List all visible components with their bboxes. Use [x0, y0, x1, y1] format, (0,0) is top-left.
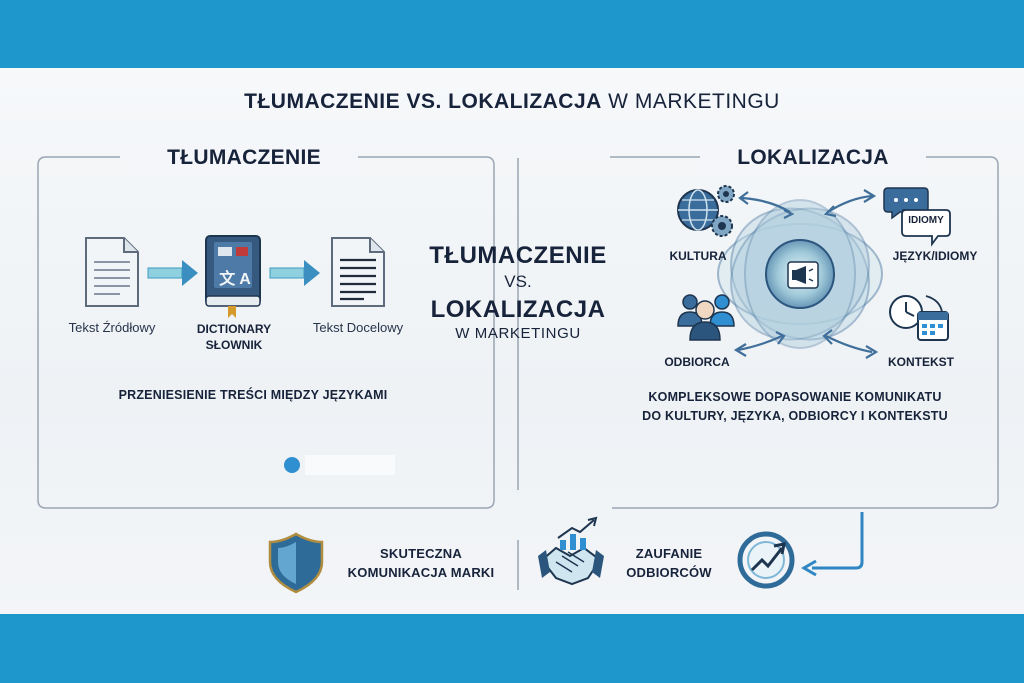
idioms-bubble-text: IDIOMY — [908, 215, 944, 226]
dictionary-book-icon — [205, 235, 261, 318]
bottom-band — [0, 614, 1024, 683]
source-text-label: Tekst Źródłowy — [68, 320, 156, 335]
handshake-growth-icon — [538, 516, 604, 586]
page-title-light: W MARKETINGU — [608, 90, 780, 113]
clock-calendar-icon — [889, 295, 949, 341]
top-band — [0, 0, 1024, 68]
center-title-line2: VS. — [504, 272, 532, 291]
target-text-label: Tekst Docelowy — [312, 320, 404, 335]
speech-bubble-icon — [883, 187, 951, 247]
globe-gears-icon — [677, 185, 735, 237]
growth-circle-icon — [737, 531, 795, 589]
shield-icon — [268, 532, 324, 594]
translation-title: TŁUMACZENIE — [130, 146, 358, 170]
audience-people-icon — [677, 294, 735, 341]
megaphone-icon — [787, 261, 819, 289]
double-arrow-icon — [825, 335, 873, 354]
translation-caption: PRZENIESIENIE TREŚCI MIĘDZY JĘZYKAMI — [118, 388, 388, 402]
center-title-line3: LOKALIZACJA — [430, 296, 606, 323]
target-document-icon — [331, 237, 385, 307]
dictionary-glyphs: 文A — [219, 271, 255, 288]
brand-communication-label: SKUTECZNA KOMUNIKACJA MARKI — [347, 546, 495, 580]
arrow-right-icon — [147, 260, 198, 286]
arrow-right-icon — [269, 260, 320, 286]
page-title: TŁUMACZENIE VS. LOKALIZACJA W MARKETINGU — [0, 90, 1024, 114]
audience-trust-label: ZAUFANIE ODBIORCÓW — [626, 546, 712, 580]
context-label: KONTEKST — [888, 355, 954, 369]
source-document-icon — [85, 237, 139, 307]
dictionary-label: DICTIONARY SŁOWNIK — [196, 322, 272, 352]
page-title-bold: TŁUMACZENIE VS. LOKALIZACJA — [244, 90, 602, 113]
left-frame — [37, 156, 495, 509]
center-title-line4: W MARKETINGU — [455, 325, 581, 342]
language-idioms-label: JĘZYK/IDIOMY — [892, 249, 978, 263]
localization-title: LOKALIZACJA — [700, 146, 926, 170]
localization-caption: KOMPLEKSOWE DOPASOWANIE KOMUNIKATU DO KU… — [642, 390, 948, 423]
right-frame-outline — [610, 156, 999, 509]
dot-indicator-icon — [284, 457, 300, 473]
center-title-line1: TŁUMACZENIE — [429, 242, 607, 269]
connector-arrow — [812, 512, 864, 570]
culture-label: KULTURA — [669, 249, 727, 263]
audience-label: ODBIORCA — [664, 355, 730, 369]
double-arrow-icon — [737, 334, 783, 352]
